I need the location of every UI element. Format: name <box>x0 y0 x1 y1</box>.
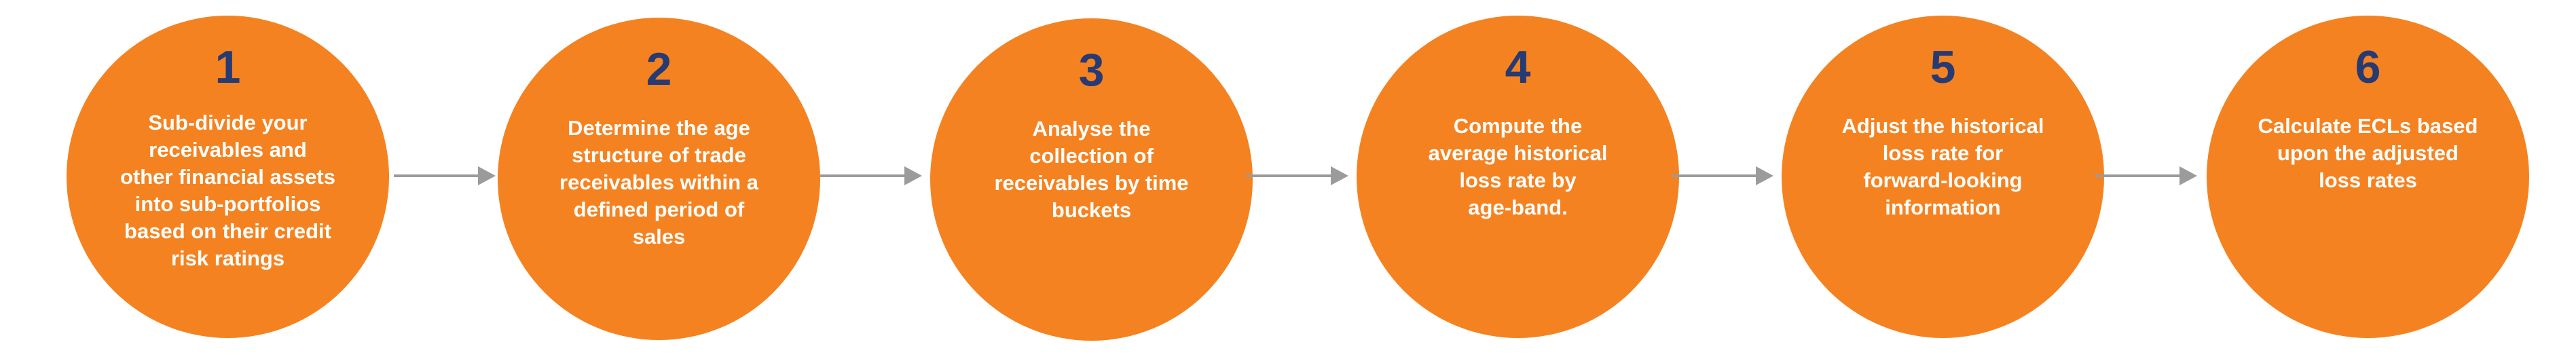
step-2-text: Determine the age structure of trade rec… <box>559 116 758 248</box>
step-6-number: 6 <box>2355 41 2381 93</box>
arrow-right-icon <box>394 164 496 188</box>
step-5-circle: 5 Adjust the historical loss rate for fo… <box>1782 16 2104 338</box>
step-4-number: 4 <box>1505 41 1531 93</box>
step-3-text: Analyse the collection of receivables by… <box>994 117 1189 222</box>
step-3-number: 3 <box>1078 44 1105 96</box>
step-5-number: 5 <box>1930 41 1956 93</box>
step-4-text: Compute the average historical loss rate… <box>1428 114 1608 219</box>
step-1-circle: 1 Sub-divide your receivables and other … <box>67 16 389 338</box>
step-1-text: Sub-divide your receivables and other fi… <box>119 111 335 270</box>
arrow-right-icon <box>820 164 922 188</box>
arrow-right-icon <box>2095 164 2197 188</box>
step-5-text: Adjust the historical loss rate for forw… <box>1841 114 2044 219</box>
arrow-right-icon <box>1672 164 1773 188</box>
step-3-circle: 3 Analyse the collection of receivables … <box>930 18 1253 341</box>
step-4-circle: 4 Compute the average historical loss ra… <box>1357 16 1679 338</box>
step-2-number: 2 <box>646 43 672 95</box>
step-6-text: Calculate ECLs based upon the adjusted l… <box>2258 114 2478 192</box>
step-2-circle: 2 Determine the age structure of trade r… <box>498 18 820 340</box>
arrow-right-icon <box>1247 164 1348 188</box>
step-6-circle: 6 Calculate ECLs based upon the adjusted… <box>2207 16 2529 338</box>
step-1-number: 1 <box>215 41 241 93</box>
